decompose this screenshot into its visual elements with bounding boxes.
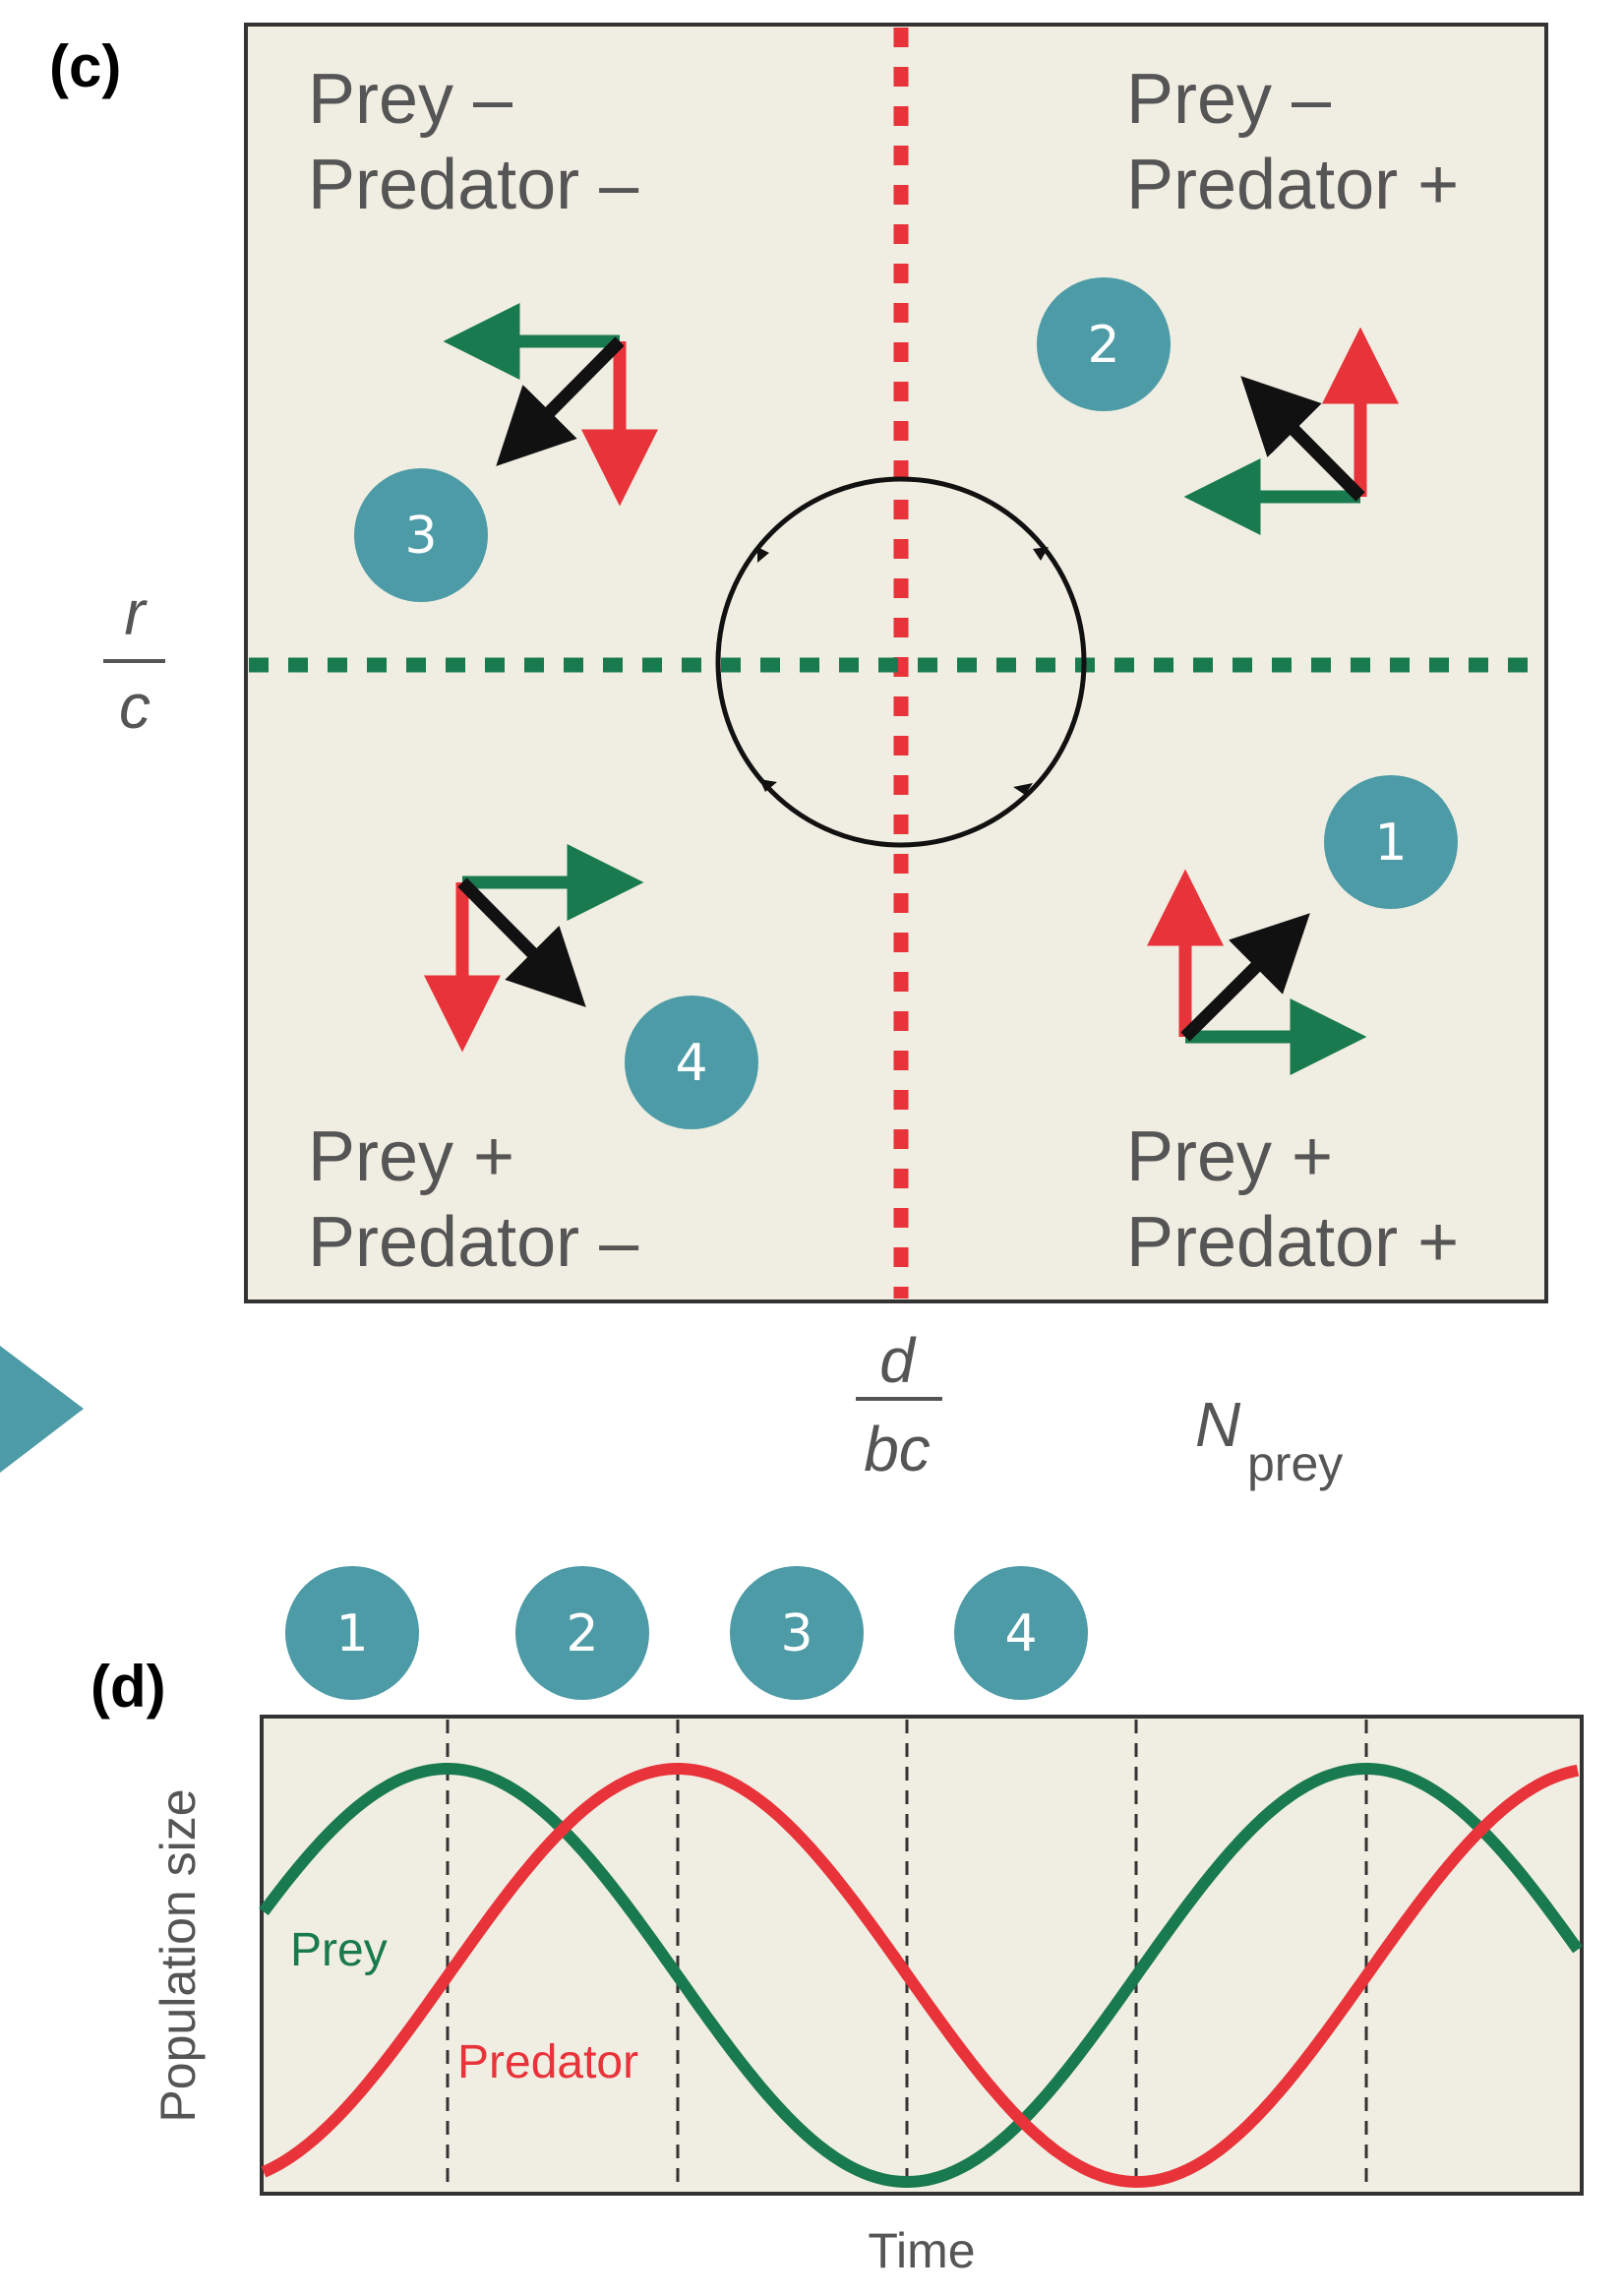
vector-top-right bbox=[1183, 327, 1399, 535]
marker-badge-2: 2 bbox=[1037, 277, 1171, 411]
marker-badge-4: 4 bbox=[625, 996, 758, 1129]
predator-series-label: Predator bbox=[457, 2036, 638, 2088]
x-axis-label-subscript: prey bbox=[1247, 1436, 1343, 1491]
marker-badge-3: 3 bbox=[354, 468, 488, 602]
phase-marker-2: 2 bbox=[515, 1566, 649, 1700]
quadrant-top-left-predator: Predator – bbox=[308, 146, 639, 224]
svg-text:4: 4 bbox=[1004, 1604, 1037, 1663]
svg-text:3: 3 bbox=[780, 1604, 812, 1663]
quadrant-top-right-predator: Predator + bbox=[1126, 146, 1459, 224]
marker-badge-1: 1 bbox=[1324, 775, 1458, 909]
svg-text:2: 2 bbox=[566, 1604, 598, 1663]
quadrant-bottom-left-prey: Prey + bbox=[308, 1118, 514, 1196]
orbit-arrowhead-upper-left bbox=[757, 547, 769, 563]
prey-series-line bbox=[259, 1763, 1583, 2188]
svg-text:3: 3 bbox=[404, 507, 437, 566]
x-axis-label-time: Time bbox=[868, 2223, 975, 2278]
phase-marker-3: 3 bbox=[730, 1566, 864, 1700]
x-fraction-denominator: bc bbox=[864, 1414, 931, 1484]
quadrant-top-right-prey: Prey – bbox=[1126, 60, 1332, 139]
net-direction-arrow bbox=[496, 336, 625, 466]
vector-top-left bbox=[443, 303, 658, 507]
net-direction-arrow bbox=[1240, 376, 1365, 502]
svg-text:1: 1 bbox=[1374, 814, 1407, 873]
vector-bottom-left bbox=[424, 844, 644, 1053]
orbit-arrowhead-lower-right bbox=[1013, 783, 1033, 795]
panel-c-label: (c) bbox=[49, 33, 121, 99]
phase-markers-row: 1 2 3 4 bbox=[285, 1566, 1088, 1700]
x-axis-label: N prey bbox=[1195, 1389, 1343, 1491]
quadrant-bottom-right-predator: Predator + bbox=[1126, 1203, 1459, 1282]
quadrant-bottom-left-predator: Predator – bbox=[308, 1203, 639, 1282]
x-axis-equilibrium-label: d bc bbox=[856, 1325, 942, 1484]
x-axis-label-main: N bbox=[1195, 1389, 1241, 1460]
panel-d-label: (d) bbox=[90, 1654, 166, 1720]
orbit-direction-arrowheads bbox=[757, 547, 1049, 795]
play-triangle-icon bbox=[0, 1346, 84, 1473]
y-axis-label: Population size bbox=[150, 1788, 206, 2122]
prey-series-label: Prey bbox=[290, 1924, 388, 1976]
orbit-arrowhead-upper-right bbox=[1033, 547, 1049, 561]
phase-marker-4: 4 bbox=[954, 1566, 1088, 1700]
svg-text:2: 2 bbox=[1087, 316, 1119, 375]
vector-bottom-right bbox=[1147, 869, 1367, 1075]
net-direction-arrow bbox=[457, 877, 586, 1007]
y-axis-equilibrium-label: r c bbox=[103, 577, 165, 742]
net-direction-arrow bbox=[1180, 913, 1310, 1042]
svg-text:1: 1 bbox=[335, 1604, 368, 1663]
population-cycle-orbit bbox=[715, 476, 1087, 848]
y-fraction-denominator: c bbox=[119, 671, 150, 742]
quadrant-top-left-prey: Prey – bbox=[308, 60, 513, 139]
predator-series-line bbox=[261, 1763, 1580, 2189]
quadrant-bottom-right-prey: Prey + bbox=[1126, 1118, 1333, 1196]
phase-boundary-lines bbox=[446, 1720, 1368, 2191]
x-fraction-numerator: d bbox=[879, 1325, 917, 1396]
time-series-frame bbox=[260, 1715, 1584, 2196]
svg-text:4: 4 bbox=[675, 1034, 707, 1093]
orbit-arrowhead-lower-left bbox=[759, 779, 777, 792]
y-fraction-numerator: r bbox=[124, 577, 148, 648]
phase-marker-1: 1 bbox=[285, 1566, 419, 1700]
